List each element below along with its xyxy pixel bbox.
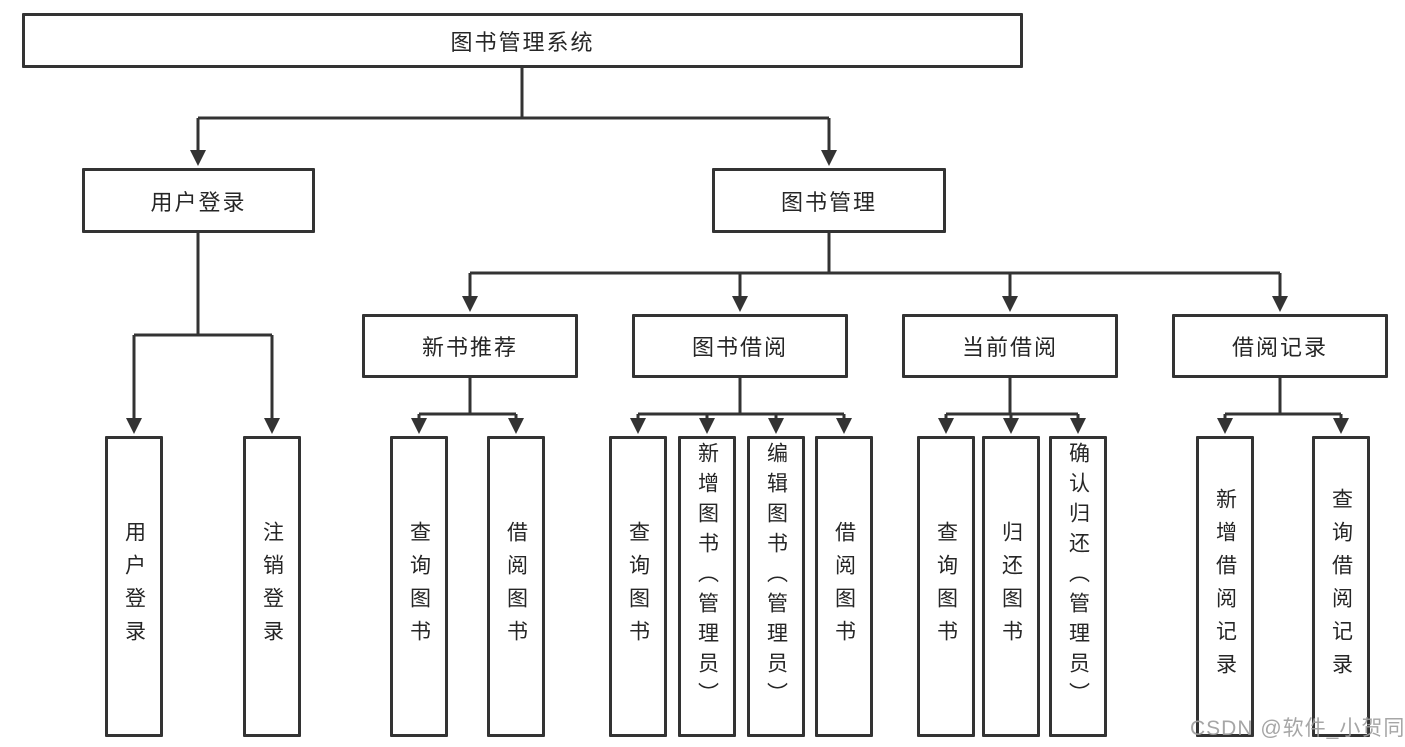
leaf-logout: 注销登录 bbox=[243, 436, 301, 737]
leaf-query-books-current: 查询图书 bbox=[917, 436, 975, 737]
leaf-user-login: 用户登录 bbox=[105, 436, 163, 737]
node-borrowing-records: 借阅记录 bbox=[1172, 314, 1388, 378]
node-book-borrowing: 图书借阅 bbox=[632, 314, 848, 378]
leaf-edit-books-admin: 编辑图书（管理员） bbox=[747, 436, 805, 737]
leaf-query-borrow-record: 查询借阅记录 bbox=[1312, 436, 1370, 737]
leaf-confirm-return-admin: 确认归还（管理员） bbox=[1049, 436, 1107, 737]
leaf-borrow-books-recommend: 借阅图书 bbox=[487, 436, 545, 737]
node-current-borrowing: 当前借阅 bbox=[902, 314, 1118, 378]
node-new-book-recommend: 新书推荐 bbox=[362, 314, 578, 378]
csdn-watermark: CSDN @软件_小贺同学 bbox=[1190, 717, 1405, 740]
leaf-add-books-admin: 新增图书（管理员） bbox=[678, 436, 736, 737]
leaf-return-books: 归还图书 bbox=[982, 436, 1040, 737]
connector-stems bbox=[132, 68, 1343, 420]
leaf-query-books-borrowing: 查询图书 bbox=[609, 436, 667, 737]
leaf-add-borrow-record: 新增借阅记录 bbox=[1196, 436, 1254, 737]
node-root-library-system: 图书管理系统 bbox=[22, 13, 1023, 68]
leaf-query-books-recommend: 查询图书 bbox=[390, 436, 448, 737]
node-user-login-branch: 用户登录 bbox=[82, 168, 315, 233]
node-book-management-branch: 图书管理 bbox=[712, 168, 946, 233]
leaf-borrow-books-borrowing: 借阅图书 bbox=[815, 436, 873, 737]
